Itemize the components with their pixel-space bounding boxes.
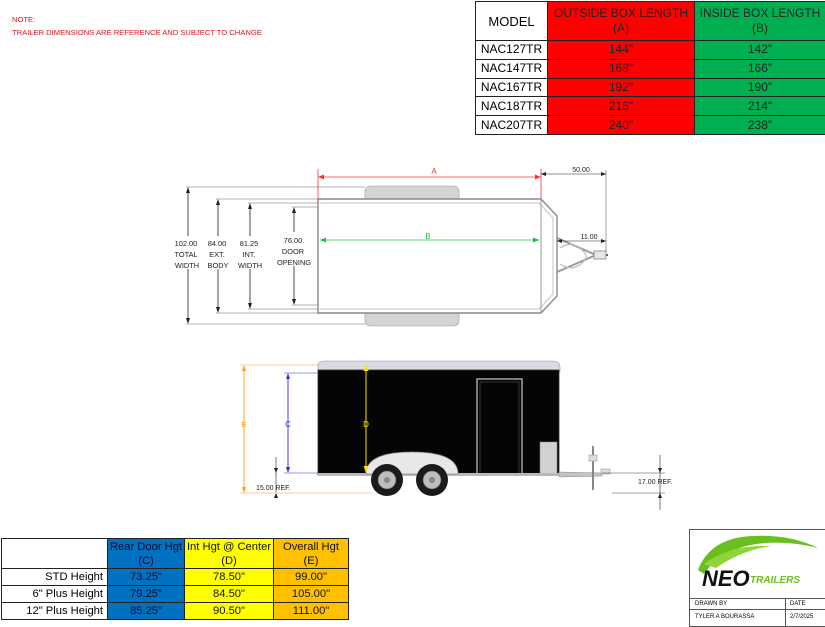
logo-sub-text: TRAILERS [750, 575, 800, 586]
title-block-divider-v [785, 598, 786, 626]
overall-header-text: Overall Hgt [274, 540, 348, 554]
center-cell: 78.50" [185, 569, 274, 586]
dim-d-label: D [363, 420, 369, 429]
center-height-header: Int Hgt @ Center (D) [185, 539, 274, 569]
top-fender-upper [365, 186, 459, 200]
rear-wheel [371, 464, 403, 496]
drawn-by-value: TYLER A BOURASSA [695, 614, 754, 620]
neo-trailers-logo: NEO TRAILERS [690, 530, 825, 599]
height-table-header: Rear Door Hgt (C) Int Hgt @ Center (D) O… [2, 539, 349, 569]
height-label-cell: 6" Plus Height [2, 586, 108, 603]
rear-ref-text: 15.00 REF. [256, 485, 291, 492]
front-box [540, 442, 557, 474]
title-block-divider-h [690, 609, 825, 610]
logo-graphic: NEO TRAILERS [690, 530, 825, 598]
title-block: NEO TRAILERS DRAWN BY DATE TYLER A BOURA… [689, 529, 825, 627]
ext-body-label: 84.00 EXT. BODY [208, 239, 229, 270]
center-cell: 84.50" [185, 586, 274, 603]
int-width-l1: INT. [242, 250, 255, 259]
top-view: A 50.00 B 11.00 102.0 [172, 167, 608, 326]
dim-c-label: C [285, 420, 291, 429]
front-wheel [416, 464, 448, 496]
int-width-l2: WIDTH [238, 261, 262, 270]
date-value: 2/7/2025 [790, 614, 813, 620]
ext-body-l1: EXT. [209, 250, 225, 259]
tongue-jack-head [589, 455, 597, 461]
coupler [594, 251, 606, 259]
center-cell: 90.50" [185, 603, 274, 620]
rear-cell: 85.25" [108, 603, 185, 620]
front-ref-text: 17.00 REF. [638, 479, 673, 486]
door-l1: DOOR [282, 247, 304, 256]
total-width-l1: TOTAL [175, 250, 198, 259]
logo-main-text: NEO [702, 566, 750, 591]
rear-cell: 73.25" [108, 569, 185, 586]
coupler-dim-text: 11.00 [581, 234, 598, 241]
table-row: STD Height 73.25" 78.50" 99.00" [2, 569, 349, 586]
total-width-label: 102.00 TOTAL WIDTH [175, 239, 200, 270]
height-table: Rear Door Hgt (C) Int Hgt @ Center (D) O… [1, 538, 349, 620]
height-label-cell: 12" Plus Height [2, 603, 108, 620]
top-fender-lower [365, 312, 459, 326]
table-row: 6" Plus Height 79.25" 84.50" 105.00" [2, 586, 349, 603]
dim-e-label: E [241, 420, 246, 429]
dim-a-label: A [431, 167, 437, 176]
overall-cell: 111.00" [274, 603, 349, 620]
rear-cell: 79.25" [108, 586, 185, 603]
int-width-value: 81.25 [240, 239, 259, 248]
overall-height-header: Overall Hgt (E) [274, 539, 349, 569]
ext-body-value: 84.00 [208, 239, 227, 248]
total-width-value: 102.00 [175, 239, 198, 248]
rear-header-code: (C) [108, 554, 184, 568]
center-header-text: Int Hgt @ Center [185, 540, 273, 554]
date-label: DATE [790, 601, 806, 607]
overall-cell: 105.00" [274, 586, 349, 603]
height-label-cell: STD Height [2, 569, 108, 586]
rear-hub [384, 477, 390, 483]
total-width-l2: WIDTH [175, 261, 199, 270]
overall-header-code: (E) [274, 554, 348, 568]
side-view: E C D 15.00 REF. 17.00 REF. [240, 361, 673, 510]
dim-b-label: B [425, 232, 430, 241]
center-header-code: (D) [185, 554, 273, 568]
tongue-dim-text: 50.00 [572, 167, 590, 174]
front-hub [429, 477, 435, 483]
overall-cell: 99.00" [274, 569, 349, 586]
door-value: 76.00 [284, 236, 303, 245]
drawn-by-label: DRAWN BY [695, 601, 727, 607]
rear-door-header: Rear Door Hgt (C) [108, 539, 185, 569]
door-l2: OPENING [277, 258, 311, 267]
top-body-outline [318, 199, 557, 313]
rear-header-text: Rear Door Hgt [108, 540, 184, 554]
height-header-blank [2, 539, 108, 569]
side-tongue [559, 472, 602, 477]
ext-body-l2: BODY [208, 261, 229, 270]
table-row: 12" Plus Height 85.25" 90.50" 111.00" [2, 603, 349, 620]
